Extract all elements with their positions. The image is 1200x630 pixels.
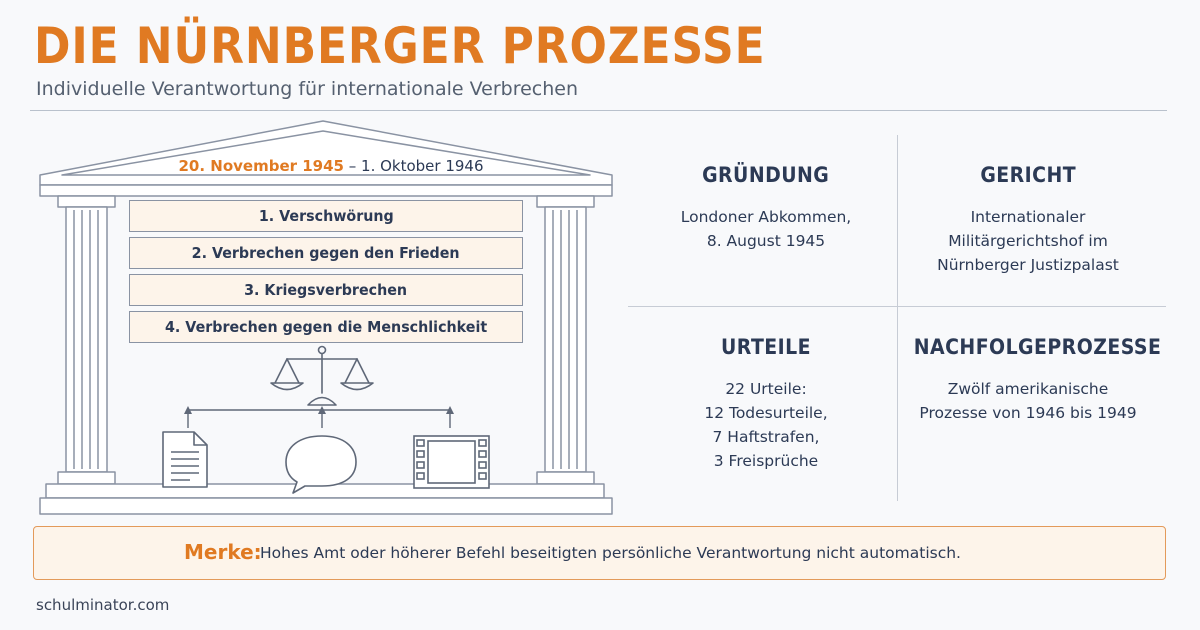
gericht-heading: GERICHT [980,163,1076,187]
trial-period: 20. November 1945 – 1. Oktober 1946 [150,157,512,175]
right-column [544,206,587,473]
merke-label: Merke: [184,540,262,564]
period-start-date: 20. November 1945 [178,157,344,175]
nachfolge-heading: NACHFOLGEPROZESSE [913,335,1162,359]
period-end-date: – 1. Oktober 1946 [343,157,484,175]
footer-source: schulminator.com [36,596,170,614]
speech-bubble-icon [285,435,357,494]
gruendung-text: Londoner Abkommen, 8. August 1945 [680,208,852,250]
courthouse-illustration [39,120,613,515]
header-divider [30,110,1167,111]
document-icon [162,431,208,488]
gericht-text: Internationaler Militärgerichtshof im Nü… [937,208,1119,274]
temple-roof [39,120,613,186]
page-title: DIE NÜRNBERGER PROZESSE [34,17,766,75]
charge-conspiracy: 1. Verschwörung [129,200,523,232]
film-icon [413,435,490,489]
page-subtitle: Individuelle Verantwortung für internati… [36,78,578,100]
charge-crimes-against-humanity: 4. Verbrechen gegen die Menschlichkeit [129,311,523,343]
grid-vertical-divider [897,135,898,501]
charge-war-crimes: 3. Kriegsverbrechen [129,274,523,306]
merke-text: Hohes Amt oder höherer Befehl beseitigte… [260,544,961,562]
merke-callout: Merke: Hohes Amt oder höherer Befehl bes… [33,526,1166,580]
gruendung-heading: GRÜNDUNG [702,163,830,187]
urteile-heading: URTEILE [721,335,811,359]
scales-icon [270,345,374,406]
urteile-text: 22 Urteile: 12 Todesurteile, 7 Haftstraf… [704,380,828,470]
grid-horizontal-divider [628,306,1166,307]
left-column [65,206,108,473]
nachfolge-text: Zwölf amerikanische Prozesse von 1946 bi… [919,380,1137,422]
charge-crimes-against-peace: 2. Verbrechen gegen den Frieden [129,237,523,269]
